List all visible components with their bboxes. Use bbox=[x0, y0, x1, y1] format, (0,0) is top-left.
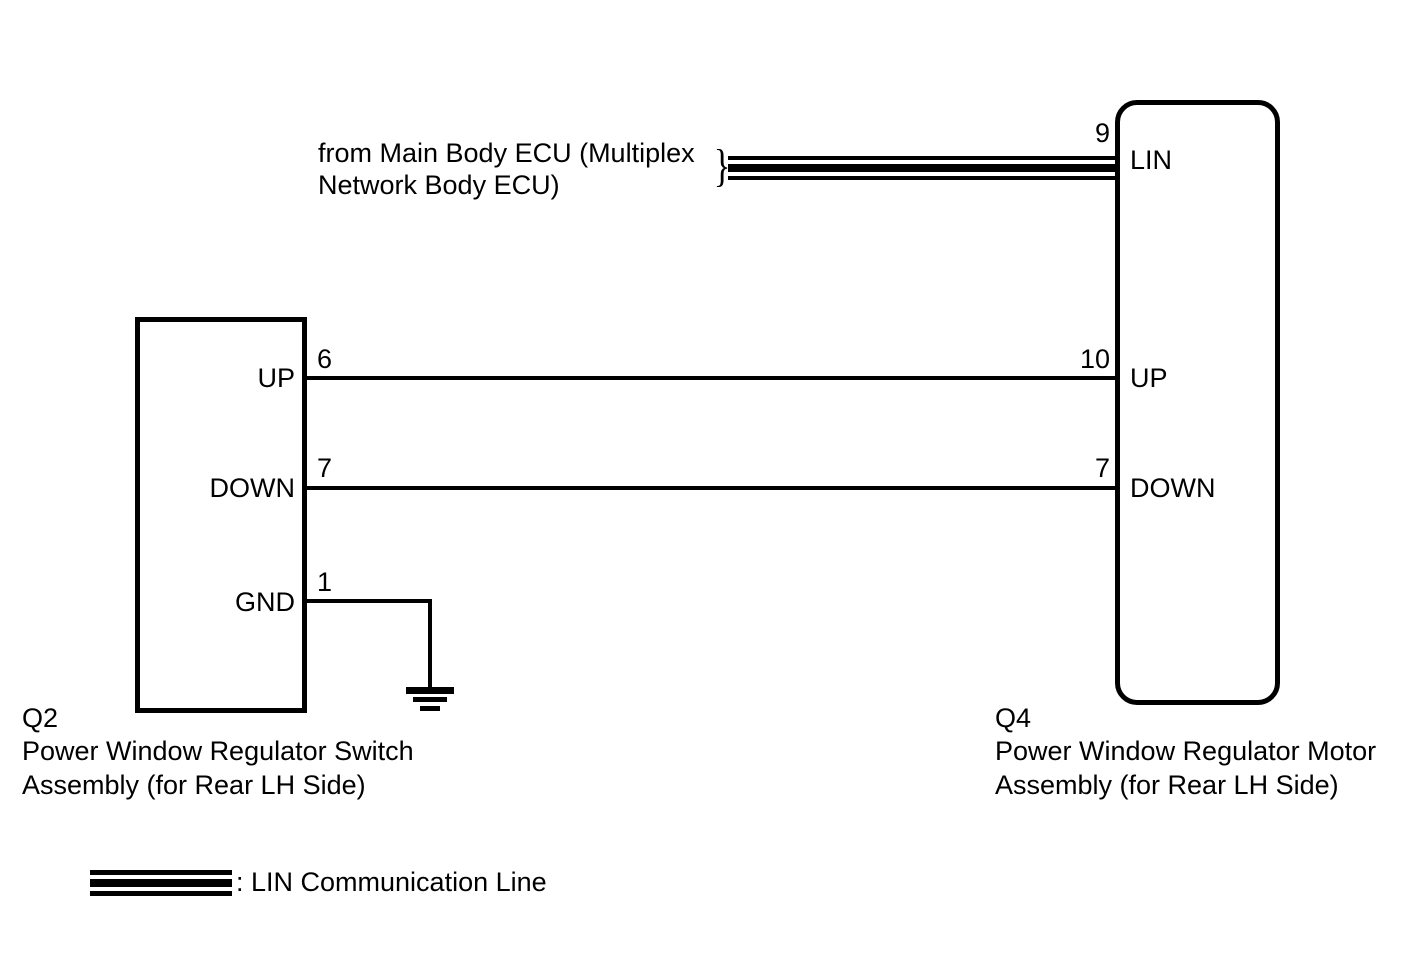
lin-bus-brace-icon: } bbox=[713, 140, 731, 191]
switch-pin-number-gnd: 1 bbox=[317, 567, 333, 597]
motor-pin-number-lin: 9 bbox=[1094, 118, 1110, 148]
wire-gnd-horizontal bbox=[305, 599, 432, 603]
switch-block-caption-line2: Assembly (for Rear LH Side) bbox=[22, 770, 366, 800]
lin-bus-line-middle bbox=[728, 164, 1120, 172]
ecu-source-note-line2: Network Body ECU) bbox=[318, 170, 560, 200]
legend-symbol-bar-middle bbox=[90, 879, 232, 887]
switch-port-label-gnd: GND bbox=[235, 587, 295, 617]
motor-port-label-down: DOWN bbox=[1130, 473, 1216, 503]
motor-assembly-block bbox=[1115, 100, 1280, 705]
switch-pin-number-down: 7 bbox=[317, 453, 333, 483]
motor-block-caption-line2: Assembly (for Rear LH Side) bbox=[995, 770, 1339, 800]
legend-symbol-bar-bottom bbox=[90, 891, 232, 896]
ground-icon-bar-3 bbox=[420, 706, 440, 711]
ecu-source-note-line1: from Main Body ECU (Multiplex bbox=[318, 138, 695, 168]
switch-block-code: Q2 bbox=[22, 703, 59, 733]
wire-up bbox=[305, 376, 1117, 380]
switch-pin-number-up: 6 bbox=[317, 344, 333, 374]
motor-pin-number-down: 7 bbox=[1094, 453, 1110, 483]
wire-down bbox=[305, 486, 1117, 490]
lin-bus-line-bottom bbox=[728, 176, 1120, 180]
wire-gnd-vertical bbox=[428, 599, 432, 691]
switch-port-label-up: UP bbox=[257, 363, 295, 393]
motor-block-code: Q4 bbox=[995, 703, 1032, 733]
motor-port-label-lin: LIN bbox=[1130, 145, 1173, 175]
switch-block-caption-line1: Power Window Regulator Switch bbox=[22, 736, 414, 766]
legend-symbol-bar-top bbox=[90, 870, 232, 875]
motor-pin-number-up: 10 bbox=[1079, 344, 1110, 374]
ground-icon-bar-2 bbox=[413, 697, 447, 702]
switch-port-label-down: DOWN bbox=[209, 473, 295, 503]
ground-icon-bar-1 bbox=[406, 687, 454, 694]
motor-port-label-up: UP bbox=[1130, 363, 1168, 393]
legend-label: : LIN Communication Line bbox=[236, 867, 547, 897]
switch-assembly-block bbox=[135, 317, 307, 713]
motor-block-caption-line1: Power Window Regulator Motor bbox=[995, 736, 1377, 766]
lin-bus-line-top bbox=[728, 156, 1120, 160]
